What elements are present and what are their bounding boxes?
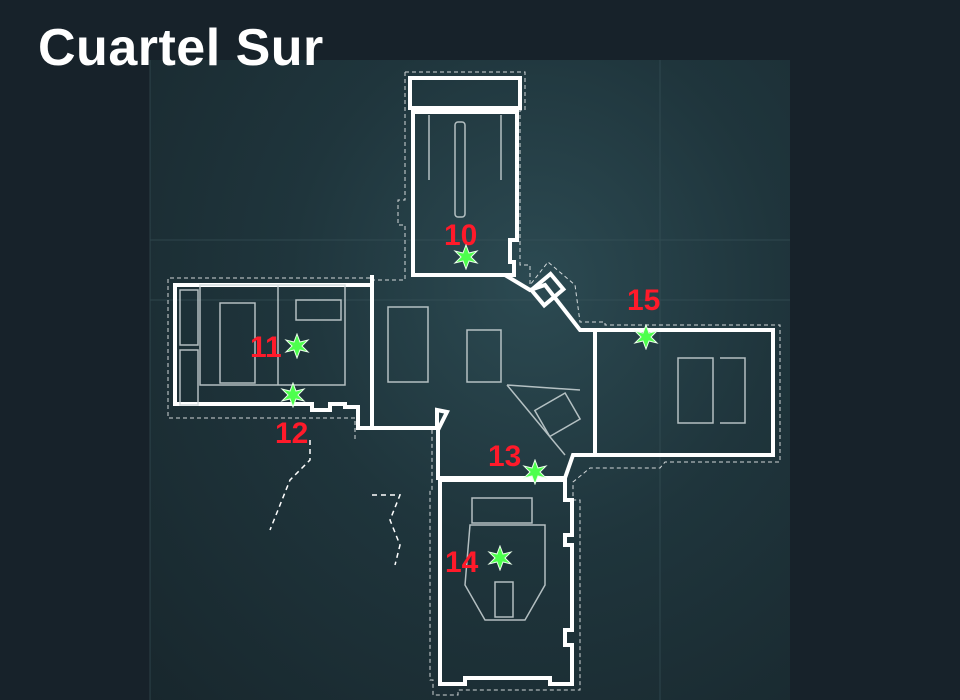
collectible-star-icon[interactable] xyxy=(284,333,310,359)
marker-label-10: 10 xyxy=(444,219,478,252)
collectible-star-icon[interactable] xyxy=(453,244,479,270)
marker-label-14: 14 xyxy=(445,546,479,579)
collectible-star-icon[interactable] xyxy=(633,324,659,350)
page-title: Cuartel Sur xyxy=(38,19,324,77)
collectible-star-icon[interactable] xyxy=(487,545,513,571)
path-trails xyxy=(269,440,402,566)
interior-lines xyxy=(179,115,746,621)
collectible-star-icon[interactable] xyxy=(280,382,306,408)
marker-label-13: 13 xyxy=(488,440,522,473)
walls xyxy=(173,76,775,686)
outer-dashed-outline xyxy=(167,71,781,696)
marker-label-11: 11 xyxy=(250,331,282,364)
marker-label-12: 12 xyxy=(275,417,309,450)
collectible-star-icon[interactable] xyxy=(522,459,548,485)
marker-label-15: 15 xyxy=(627,284,661,317)
